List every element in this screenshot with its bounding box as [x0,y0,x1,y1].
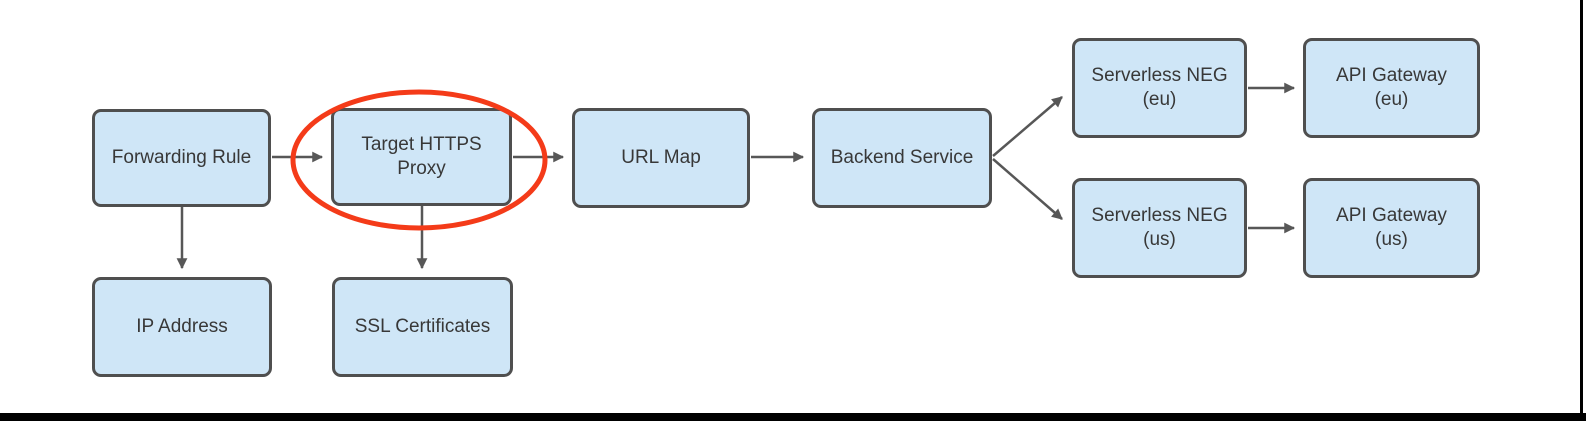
node-ip-address: IP Address [92,277,272,377]
node-label: URL Map [621,147,701,169]
node-url-map: URL Map [572,108,750,208]
node-target-https-proxy: Target HTTPS Proxy [331,108,512,206]
node-label: SSL Certificates [354,316,491,338]
node-label: Serverless NEG (us) [1091,205,1228,250]
node-forwarding-rule: Forwarding Rule [92,109,271,207]
node-label: API Gateway (eu) [1336,65,1447,110]
page-edge-bottom-rule [0,413,1586,421]
node-api-gateway-eu: API Gateway (eu) [1303,38,1480,138]
node-api-gateway-us: API Gateway (us) [1303,178,1480,278]
arrow-backend-service-to-serverless-neg-eu [992,96,1063,157]
node-label: Forwarding Rule [111,147,252,169]
node-label: Backend Service [830,147,974,169]
node-label: Target HTTPS Proxy [361,134,482,179]
node-label: API Gateway (us) [1336,205,1447,250]
node-ssl-certificates: SSL Certificates [332,277,513,377]
node-label: Serverless NEG (eu) [1091,65,1228,110]
node-serverless-neg-eu: Serverless NEG (eu) [1072,38,1247,138]
arrow-backend-service-to-serverless-neg-us [992,158,1063,220]
page-edge-right-rule [1580,0,1583,421]
node-serverless-neg-us: Serverless NEG (us) [1072,178,1247,278]
node-label: IP Address [136,316,228,338]
node-backend-service: Backend Service [812,108,992,208]
